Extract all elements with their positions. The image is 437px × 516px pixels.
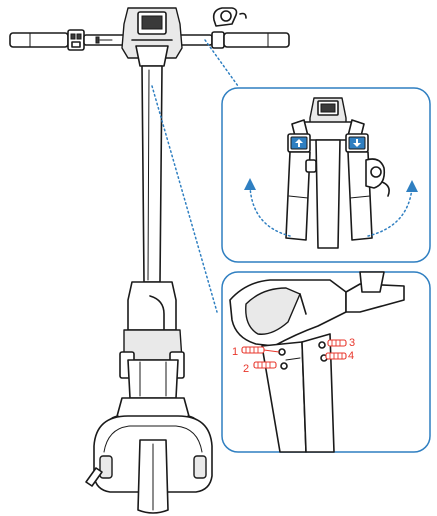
right-grip <box>211 7 290 49</box>
screw-label-2: 2 <box>243 363 249 375</box>
screw-2: 2 <box>243 361 277 375</box>
folding-mechanism <box>119 281 185 399</box>
leader-line-top <box>204 39 239 87</box>
callout-stem-screws: 1 2 3 4 <box>221 271 431 453</box>
left-grip <box>9 29 85 51</box>
screw-3: 3 <box>327 337 355 349</box>
screw-4: 4 <box>325 350 354 362</box>
stem-head <box>121 7 183 67</box>
rotation-arrow-right-icon <box>367 187 413 237</box>
leader-line-bottom <box>151 85 218 313</box>
screw-1: 1 <box>232 346 280 358</box>
screw-label-1: 1 <box>232 346 238 358</box>
screw-label-3: 3 <box>349 337 355 349</box>
callout-handlebar-unfold <box>221 87 431 263</box>
scooter-front-view <box>9 7 290 514</box>
rotation-arrowhead-left <box>244 178 256 190</box>
rotation-arrowhead-right <box>406 180 418 192</box>
screw-label-4: 4 <box>348 350 354 362</box>
front-wheel-assembly <box>85 397 213 514</box>
steering-stem <box>141 65 163 283</box>
